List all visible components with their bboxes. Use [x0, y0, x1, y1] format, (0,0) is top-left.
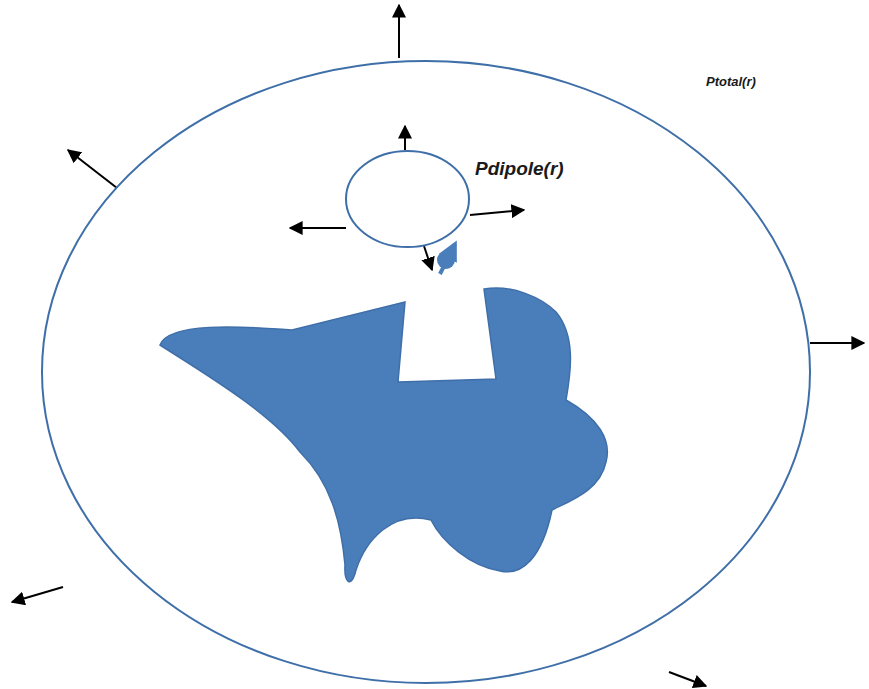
field-label: Ptotal(r)	[706, 74, 756, 89]
dipole-sphere: Pdipole(r)	[345, 150, 470, 248]
molecule-shape	[160, 288, 607, 582]
total-boundary: Ptotal(r) Pdipole(r)	[41, 60, 811, 684]
field-label: Pdipole(r)	[475, 158, 564, 180]
ellipse-outline	[345, 150, 470, 248]
expansion-arrows	[12, 5, 864, 686]
